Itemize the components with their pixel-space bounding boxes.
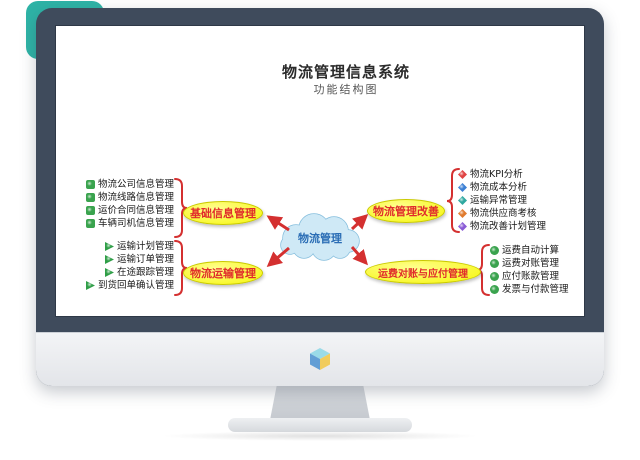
cube-icon: [85, 193, 95, 202]
arrow-icon: [85, 281, 95, 290]
sphere-icon: [490, 272, 499, 281]
list-item: 物流改善计划管理: [458, 220, 568, 233]
list-item-label: 物流公司信息管理: [97, 179, 174, 190]
list-item-label: 到货回单确认管理: [97, 280, 174, 291]
list-item-label: 物流线路信息管理: [97, 192, 174, 203]
diamond-icon: [458, 222, 467, 231]
branch-basic-info-management: 基础信息管理: [183, 201, 263, 225]
list-improvement-items: 物流KPI分析 物流成本分析 运输异常管理 物流供应商考核 物流改善计划管理: [458, 168, 568, 233]
list-item-label: 物流KPI分析: [470, 169, 523, 180]
branch-transport-management: 物流运输管理: [183, 261, 263, 285]
list-item-label: 运输异常管理: [470, 195, 528, 206]
arrow-icon: [104, 268, 114, 277]
branch-freight-reconciliation: 运费对账与应付管理: [365, 260, 481, 284]
cube-icon: [85, 180, 95, 189]
sphere-icon: [490, 246, 499, 255]
arrow-icon: [104, 242, 114, 251]
list-freight-items: 运费自动计算 运费对账管理 应付账款管理 发票与付款管理: [490, 244, 582, 296]
list-item: 车辆司机信息管理: [62, 217, 174, 230]
list-item: 运输计划管理: [62, 240, 174, 253]
list-item: 运费对账管理: [490, 257, 582, 270]
list-item-label: 物流供应商考核: [470, 208, 537, 219]
center-cloud-label: 物流管理: [298, 232, 342, 245]
sphere-icon: [490, 259, 499, 268]
list-item-label: 应付账款管理: [502, 271, 560, 282]
cube-icon: [85, 206, 95, 215]
list-item: 到货回单确认管理: [62, 279, 174, 292]
list-item-label: 物流改善计划管理: [470, 221, 547, 232]
list-transport-items: 运输计划管理 运输订单管理 在途跟踪管理 到货回单确认管理: [62, 240, 174, 292]
monitor-chin: [36, 332, 604, 386]
stand-shadow: [160, 431, 480, 441]
screen: 物流管理信息系统 功能结构图 物流管理 基础信息管理 物流运输管理 物流管理改善…: [55, 25, 585, 317]
list-basic-info-items: 物流公司信息管理 物流线路信息管理 运价合同信息管理 车辆司机信息管理: [62, 178, 174, 230]
list-item: 运输订单管理: [62, 253, 174, 266]
monitor-stand-neck: [270, 384, 370, 420]
list-item-label: 运输计划管理: [116, 241, 174, 252]
monitor: 物流管理信息系统 功能结构图 物流管理 基础信息管理 物流运输管理 物流管理改善…: [36, 8, 604, 386]
brand-cube-logo: [310, 348, 330, 370]
list-item-label: 运输订单管理: [116, 254, 174, 265]
diamond-icon: [458, 196, 467, 205]
diamond-icon: [458, 209, 467, 218]
list-item-label: 车辆司机信息管理: [97, 218, 174, 229]
list-item: 应付账款管理: [490, 270, 582, 283]
list-item-label: 物流成本分析: [470, 182, 528, 193]
list-item: 物流线路信息管理: [62, 191, 174, 204]
list-item-label: 发票与付款管理: [502, 284, 569, 295]
list-item: 物流成本分析: [458, 181, 568, 194]
diagram-title: 物流管理信息系统: [281, 63, 410, 81]
arrow-icon: [104, 255, 114, 264]
list-item: 在途跟踪管理: [62, 266, 174, 279]
list-item-label: 运费自动计算: [502, 245, 560, 256]
list-item: 运价合同信息管理: [62, 204, 174, 217]
cube-icon: [85, 219, 95, 228]
red-arrows: [266, 213, 369, 267]
branch-logistics-improvement: 物流管理改善: [367, 199, 445, 223]
list-item-label: 运费对账管理: [502, 258, 560, 269]
list-item: 物流公司信息管理: [62, 178, 174, 191]
list-item: 运输异常管理: [458, 194, 568, 207]
list-item: 物流KPI分析: [458, 168, 568, 181]
sphere-icon: [490, 285, 499, 294]
list-item: 物流供应商考核: [458, 207, 568, 220]
list-item: 运费自动计算: [490, 244, 582, 257]
list-item-label: 在途跟踪管理: [116, 267, 174, 278]
list-item-label: 运价合同信息管理: [97, 205, 174, 216]
list-item: 发票与付款管理: [490, 283, 582, 296]
diagram-connectors: [174, 168, 490, 296]
diamond-icon: [458, 183, 467, 192]
diamond-icon: [458, 170, 467, 179]
diagram-subtitle: 功能结构图: [313, 83, 379, 96]
monitor-stand-base: [228, 418, 412, 432]
